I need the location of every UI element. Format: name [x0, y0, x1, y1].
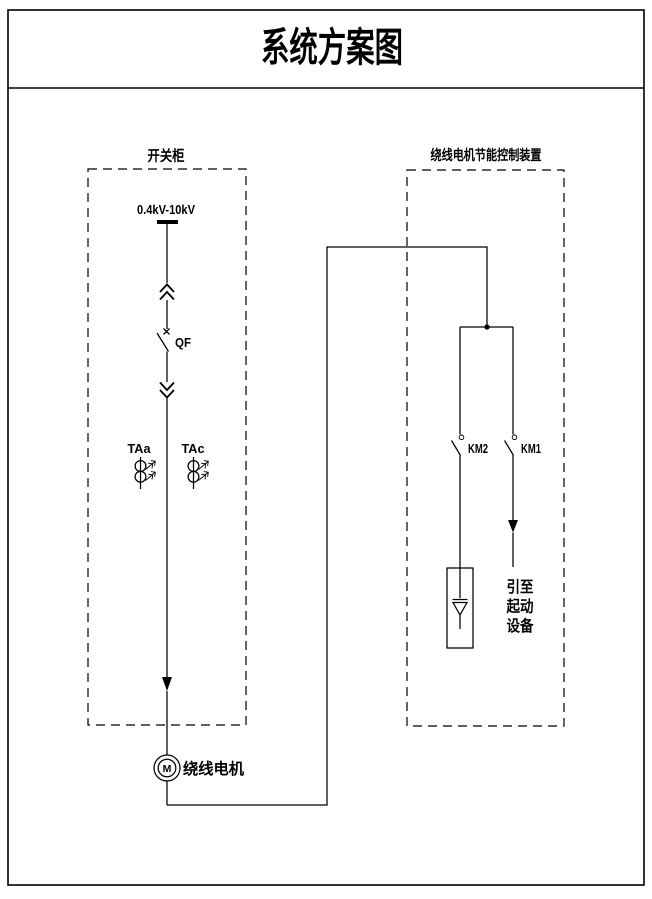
- ct-tac-arrows: [198, 460, 209, 481]
- feeder-arrow: [162, 677, 172, 691]
- drawout-symbol-bottom: [159, 381, 175, 399]
- controller-box: 绕线电机节能控制装置: [406, 147, 565, 727]
- switchgear-box: 开关柜: [87, 147, 247, 726]
- svg-text:引至: 引至: [507, 578, 534, 596]
- controller-label: 绕线电机节能控制装置: [431, 147, 542, 163]
- ct-taa-arrows: [145, 460, 156, 481]
- svg-text:设备: 设备: [507, 616, 534, 635]
- ct-taa-label: TAa: [128, 441, 152, 456]
- breaker-label: QF: [175, 335, 191, 350]
- drawout-symbol-top: [159, 283, 175, 301]
- ct-taa: TAa: [128, 441, 156, 489]
- page-border: [7, 9, 645, 886]
- switchgear-label: 开关柜: [148, 147, 185, 165]
- rotor-loop-wire: [166, 246, 514, 806]
- contactor-km1: KM1: [503, 434, 541, 567]
- ct-tac: TAc: [182, 441, 209, 489]
- km2-label: KM2: [468, 442, 488, 456]
- motor-symbol: M: [153, 754, 181, 782]
- busbar-label: 0.4kV-10kV: [137, 202, 195, 217]
- page-title: 系统方案图: [261, 26, 403, 70]
- svg-text:起动: 起动: [506, 597, 534, 616]
- km1-label: KM1: [521, 442, 541, 456]
- thyristor-block: [446, 567, 474, 649]
- ct-tac-label: TAc: [182, 441, 205, 456]
- km1-arrow: [508, 520, 518, 533]
- motor-label: 绕线电机: [183, 759, 244, 778]
- contactor-km2: KM2: [450, 434, 488, 568]
- switchgear-dashed-border: [87, 168, 247, 726]
- breaker-qf-symbol: [156, 328, 170, 352]
- motor-letter: M: [163, 763, 172, 775]
- lead-to-starter-text: 引至 起动 设备: [506, 578, 534, 635]
- controller-dashed-border: [406, 169, 565, 727]
- feeder-line: QF: [156, 224, 191, 756]
